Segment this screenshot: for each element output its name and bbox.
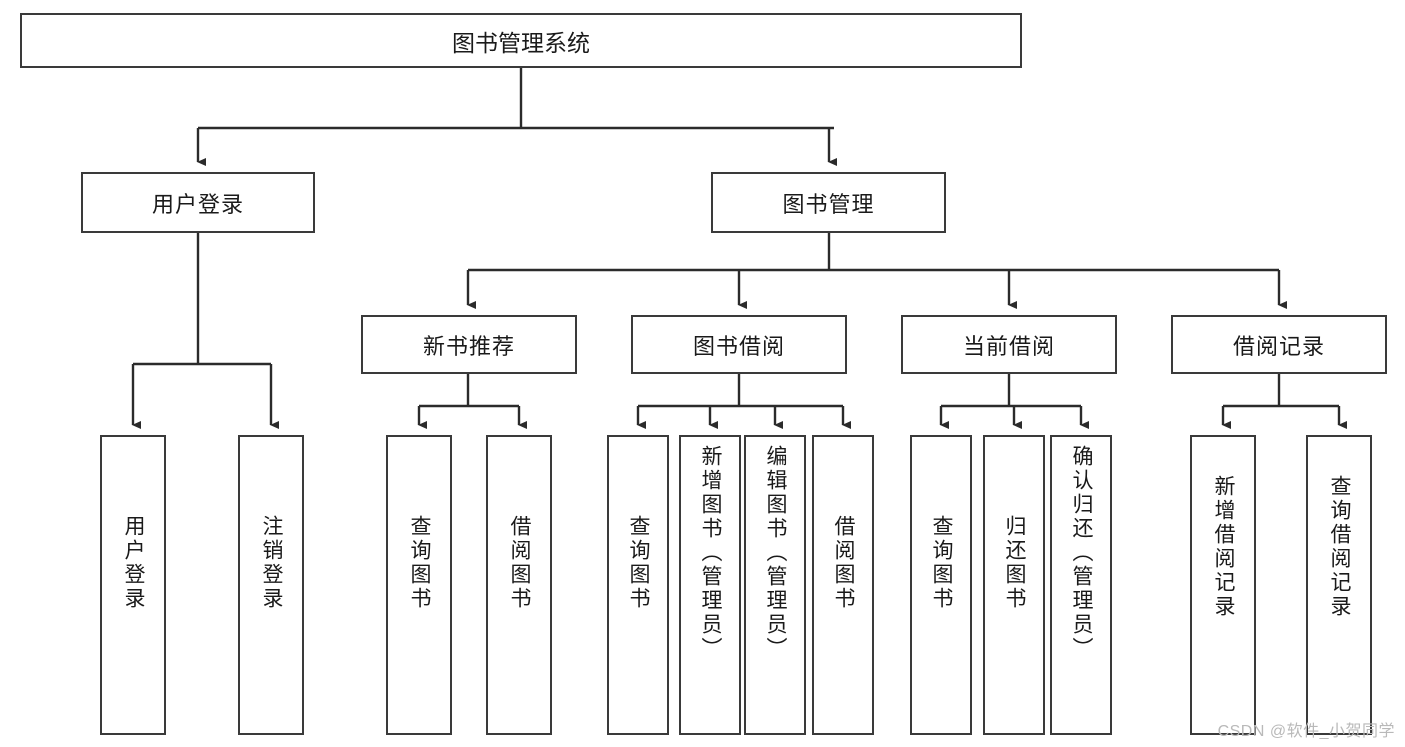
leaf-query-book-2[interactable]: 查询图书 <box>607 435 669 735</box>
leaf-borrow-book-2-label: 借阅图书 <box>832 515 856 611</box>
node-new-book-rec[interactable]: 新书推荐 <box>361 315 577 374</box>
leaf-query-book-1-label: 查询图书 <box>408 515 432 611</box>
leaf-borrow-book-1[interactable]: 借阅图书 <box>486 435 552 735</box>
leaf-query-book-1[interactable]: 查询图书 <box>386 435 452 735</box>
leaf-edit-book[interactable]: 编辑图书（管理员） <box>744 435 806 735</box>
leaf-return-book-label: 归还图书 <box>1003 515 1027 611</box>
leaf-query-record[interactable]: 查询借阅记录 <box>1306 435 1372 735</box>
leaf-query-book-2-label: 查询图书 <box>627 515 651 611</box>
node-book-manage[interactable]: 图书管理 <box>711 172 946 233</box>
leaf-confirm-return-label: 确认归还（管理员） <box>1070 445 1094 661</box>
node-current-borrow[interactable]: 当前借阅 <box>901 315 1117 374</box>
leaf-user-logout-label: 注销登录 <box>260 515 284 611</box>
node-borrow-record[interactable]: 借阅记录 <box>1171 315 1387 374</box>
leaf-add-book[interactable]: 新增图书（管理员） <box>679 435 741 735</box>
leaf-return-book[interactable]: 归还图书 <box>983 435 1045 735</box>
node-root-label: 图书管理系统 <box>452 29 590 56</box>
node-book-borrow-label: 图书借阅 <box>692 333 785 359</box>
node-book-manage-label: 图书管理 <box>782 191 875 217</box>
node-new-book-rec-label: 新书推荐 <box>422 333 515 359</box>
leaf-confirm-return[interactable]: 确认归还（管理员） <box>1050 435 1112 735</box>
leaf-edit-book-label: 编辑图书（管理员） <box>764 445 788 661</box>
leaf-query-record-label: 查询借阅记录 <box>1328 475 1352 619</box>
leaf-user-logout[interactable]: 注销登录 <box>238 435 304 735</box>
leaf-borrow-book-2[interactable]: 借阅图书 <box>812 435 874 735</box>
node-current-borrow-label: 当前借阅 <box>962 333 1055 359</box>
leaf-borrow-book-1-label: 借阅图书 <box>508 515 532 611</box>
leaf-add-book-label: 新增图书（管理员） <box>699 445 723 661</box>
node-user-login[interactable]: 用户登录 <box>81 172 315 233</box>
leaf-add-record-label: 新增借阅记录 <box>1212 475 1236 619</box>
leaf-add-record[interactable]: 新增借阅记录 <box>1190 435 1256 735</box>
watermark: CSDN @软件_小贺同学 <box>1217 723 1395 740</box>
leaf-user-login-label: 用户登录 <box>122 515 146 611</box>
node-user-login-label: 用户登录 <box>151 191 244 217</box>
node-book-borrow[interactable]: 图书借阅 <box>631 315 847 374</box>
leaf-query-book-3-label: 查询图书 <box>930 515 954 611</box>
node-root[interactable]: 图书管理系统 <box>20 13 1022 68</box>
leaf-query-book-3[interactable]: 查询图书 <box>910 435 972 735</box>
leaf-user-login[interactable]: 用户登录 <box>100 435 166 735</box>
node-borrow-record-label: 借阅记录 <box>1232 333 1325 359</box>
